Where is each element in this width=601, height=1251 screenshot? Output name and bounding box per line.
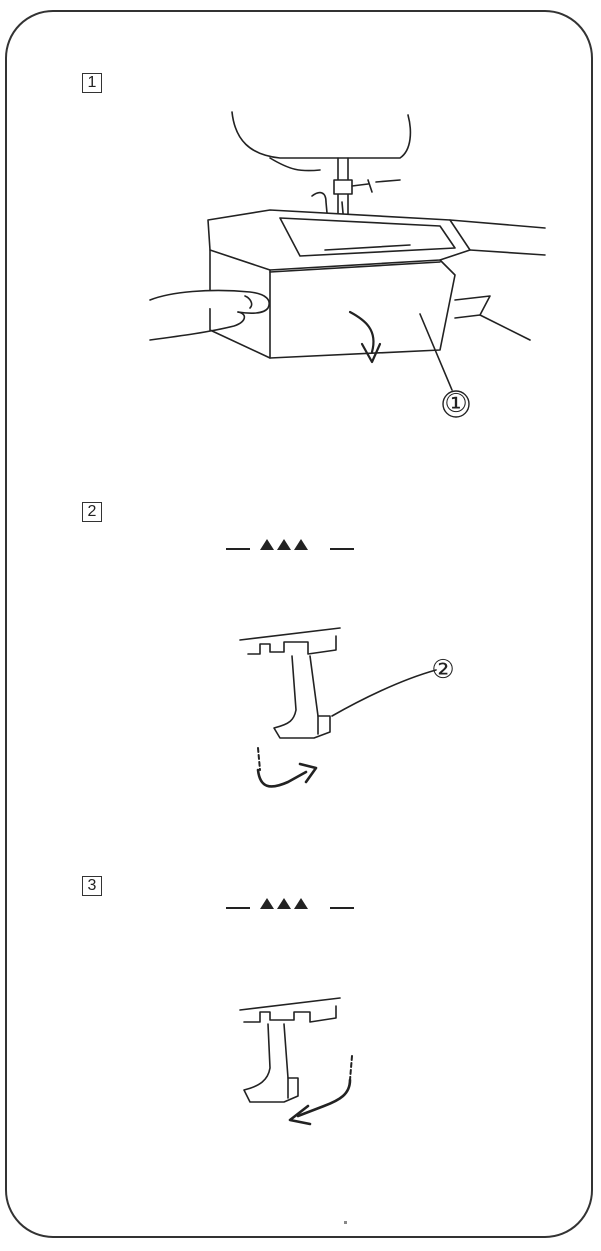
step-1-illustration xyxy=(149,111,546,418)
step-1-callout: ① xyxy=(444,389,468,419)
step-2-lever-illustration xyxy=(239,627,437,788)
step-2-number: 2 xyxy=(82,502,102,522)
step-2-callout: ② xyxy=(431,655,455,685)
step-2-feed-dog-indicator xyxy=(226,535,366,565)
page-frame xyxy=(5,10,593,1238)
page-speck xyxy=(344,1221,347,1224)
step-3-number: 3 xyxy=(82,876,102,896)
step-3-lever-illustration xyxy=(239,997,353,1126)
step-3-feed-dog-indicator xyxy=(226,894,366,924)
step-1-number: 1 xyxy=(82,73,102,93)
